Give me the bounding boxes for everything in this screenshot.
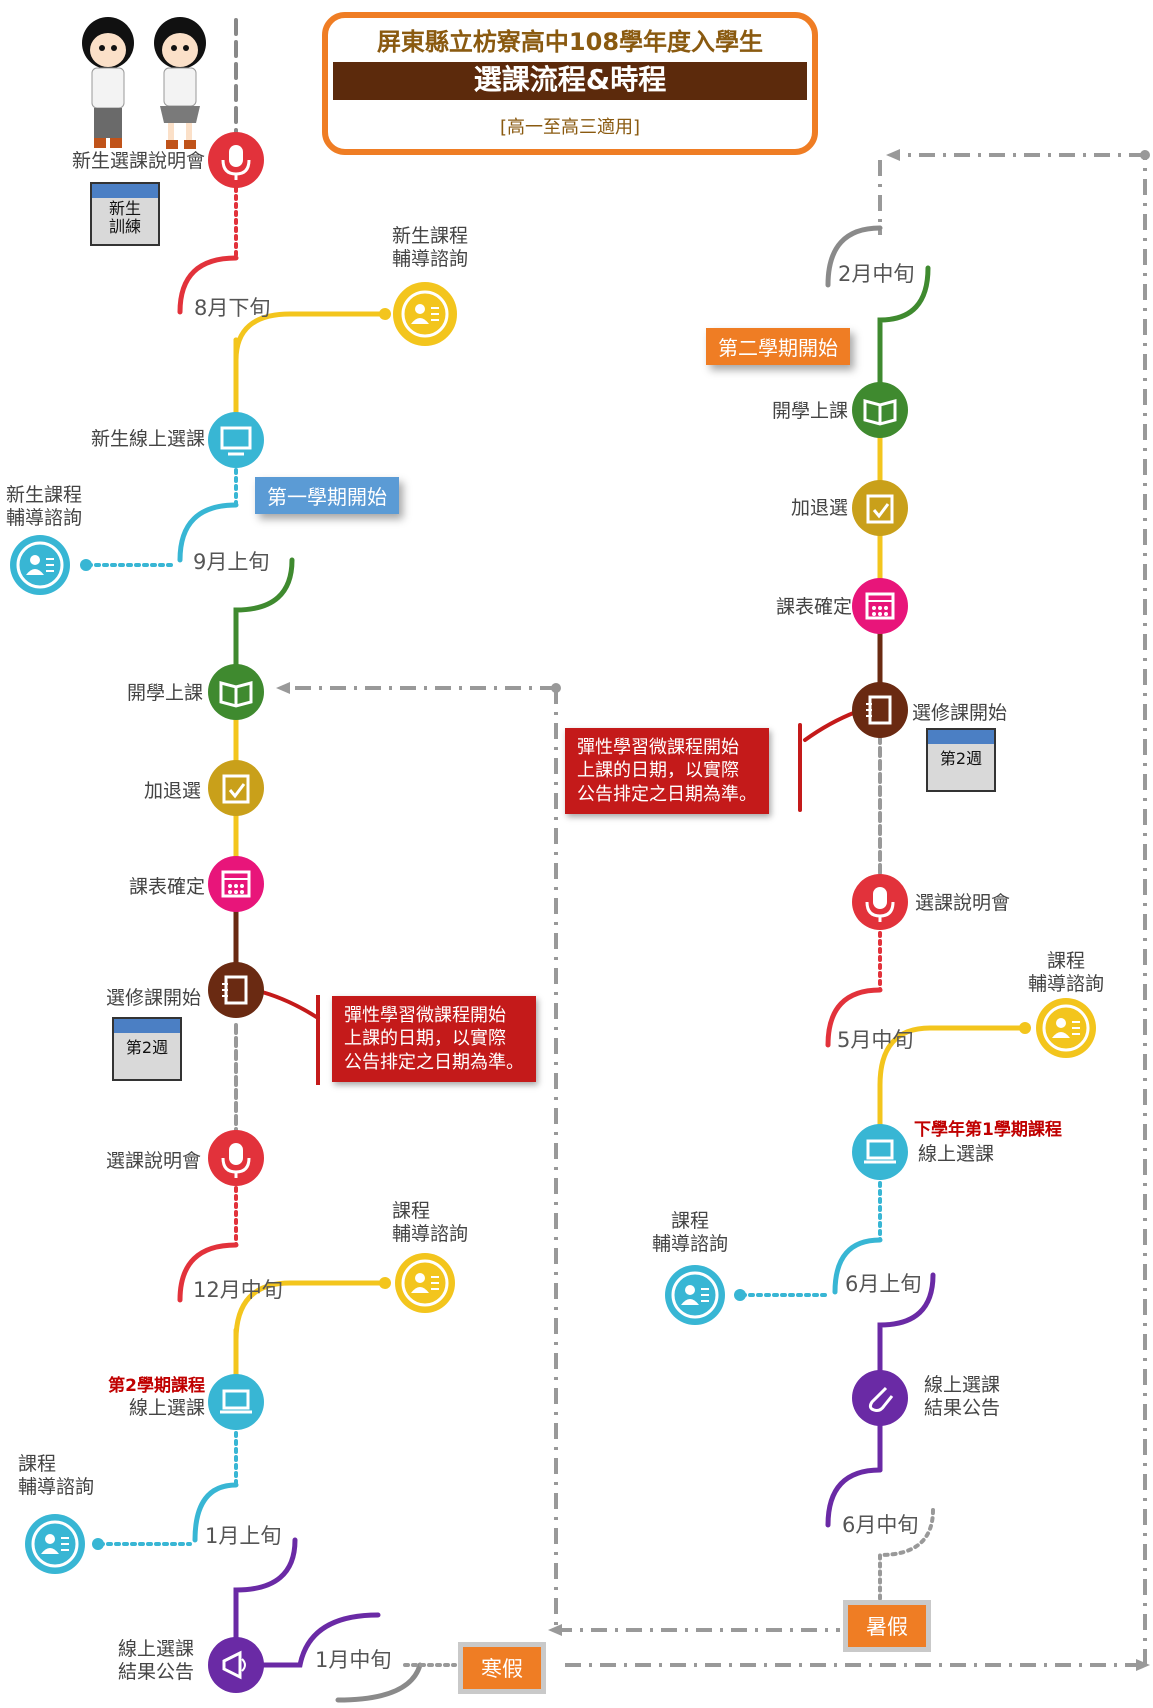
online-select-label-1: 新生線上選課 [90, 428, 205, 450]
counsel-label-r1: 課程 輔導諮詢 [1028, 950, 1105, 995]
class-start-label-r: 開學上課 [771, 400, 848, 422]
briefing-label: 選課說明會 [105, 1150, 201, 1172]
briefing-label-r: 選課說明會 [915, 892, 1011, 914]
right-connectors [740, 225, 1028, 1602]
add-drop-label-r: 加退選 [790, 497, 848, 519]
month-jan-early: 1月上旬 [205, 1524, 282, 1548]
month-may: 5月中旬 [837, 1028, 914, 1052]
month-dec: 12月中旬 [193, 1278, 283, 1302]
title-line1: 屏東縣立枋寮高中108學年度入學生 [376, 28, 764, 56]
training-badge: 新生 訓練 [90, 182, 160, 246]
counsel-label-4: 課程 輔導諮詢 [18, 1453, 95, 1498]
month-feb: 2月中旬 [838, 262, 915, 286]
orientation-label: 新生選課說明會 [71, 150, 205, 172]
timetable-label: 課表確定 [128, 876, 205, 898]
counsel-label-3: 課程 輔導諮詢 [392, 1200, 469, 1245]
result-label-r: 線上選課 結果公告 [924, 1374, 1001, 1419]
class-start-label: 開學上課 [126, 682, 203, 704]
winter-vacation-tag: 寒假 [458, 1642, 546, 1694]
week2-badge-right: 第2週 [926, 728, 996, 792]
note-left: 彈性學習微課程開始 上課的日期，以實際 公告排定之日期為準。 [332, 996, 536, 1083]
counsel-label-r2: 課程 輔導諮詢 [652, 1210, 729, 1255]
semester1-tag: 第一學期開始 [255, 477, 399, 514]
left-connectors [86, 18, 457, 1703]
elective-label-r: 選修課開始 [912, 702, 1008, 724]
title-line2: 選課流程&時程 [473, 63, 667, 96]
add-drop-label: 加退選 [143, 780, 201, 802]
online-select-label-r: 線上選課 [918, 1143, 995, 1165]
semester2-course-label: 第2學期課程 [108, 1376, 205, 1396]
boy-figure [82, 17, 134, 148]
title-line3: [高一至高三適用] [499, 117, 641, 138]
students-illustration [82, 17, 206, 149]
online-select-label-2: 線上選課 [128, 1397, 205, 1419]
month-aug: 8月下旬 [194, 296, 271, 320]
month-sep: 9月上旬 [193, 550, 270, 574]
month-jan-mid: 1月中旬 [315, 1648, 392, 1672]
month-jun-early: 6月上旬 [845, 1272, 922, 1296]
arrowheads [276, 149, 1150, 1671]
result-label-left: 線上選課 結果公告 [118, 1638, 195, 1683]
semester2-tag: 第二學期開始 [706, 328, 850, 365]
week2-badge-left: 第2週 [112, 1017, 182, 1081]
counsel-label-1: 新生課程 輔導諮詢 [392, 225, 469, 270]
next-year-course-label: 下學年第1學期課程 [914, 1120, 1062, 1140]
elective-label: 選修課開始 [105, 987, 201, 1009]
title-bar [333, 62, 807, 100]
girl-figure [154, 17, 206, 149]
timetable-label-r: 課表確定 [775, 596, 852, 618]
summer-vacation-tag: 暑假 [843, 1600, 931, 1652]
note-right: 彈性學習微課程開始 上課的日期，以實際 公告排定之日期為準。 [565, 728, 769, 815]
month-jun-mid: 6月中旬 [842, 1513, 919, 1537]
cross-connectors [285, 153, 1147, 1667]
counsel-label-2: 新生課程 輔導諮詢 [6, 484, 83, 529]
